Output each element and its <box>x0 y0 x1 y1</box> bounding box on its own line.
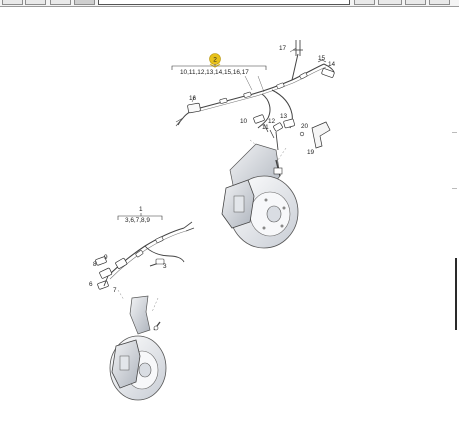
scroll-tick <box>452 132 457 133</box>
next-page-button[interactable] <box>354 0 375 5</box>
print-button[interactable] <box>429 0 450 5</box>
front-bracket-label: 3,6,7,8,9 <box>125 217 150 224</box>
sensor-bracket-19 <box>311 121 331 149</box>
previous-page-button[interactable] <box>25 0 46 5</box>
fit-page-button[interactable] <box>405 0 426 5</box>
connector-15 <box>321 68 335 78</box>
callout-13: 13 <box>280 113 288 120</box>
zoom-button[interactable] <box>50 0 71 5</box>
rear-brake-assembly <box>221 139 299 249</box>
last-page-button[interactable] <box>378 0 402 5</box>
connector-16 <box>187 102 201 114</box>
callout-7: 7 <box>113 287 117 294</box>
first-page-button[interactable] <box>2 0 23 5</box>
callout-10: 10 <box>240 118 248 125</box>
callout-9: 9 <box>104 254 108 261</box>
front-brake-assembly <box>109 289 167 401</box>
rear-wiring-group: 2 10,11,12,13,14,15,16,17 <box>171 40 336 249</box>
callout-17: 17 <box>279 45 287 52</box>
callout-6: 6 <box>89 281 93 288</box>
scroll-tick <box>452 188 457 189</box>
rear-bracket <box>171 65 267 70</box>
scrollbar-thumb[interactable] <box>455 258 457 330</box>
rear-bracket-label: 10,11,12,13,14,15,16,17 <box>180 69 249 76</box>
callout-11: 11 <box>262 124 269 131</box>
search-icon[interactable] <box>74 0 95 5</box>
callout-14: 14 <box>328 61 336 68</box>
callout-20: 20 <box>301 123 309 130</box>
front-bracket <box>117 215 163 220</box>
callout-15: 15 <box>318 55 326 62</box>
callout-19: 19 <box>307 149 315 156</box>
viewer-toolbar <box>0 0 459 7</box>
front-top-label: 1 <box>139 206 143 213</box>
front-wiring-group: 1 3,6,7,8,9 9 8 3 6 7 <box>89 206 195 401</box>
callout-3: 3 <box>163 263 167 270</box>
callout-8: 8 <box>93 261 97 268</box>
search-input[interactable] <box>98 0 350 5</box>
callout-16: 16 <box>189 95 197 102</box>
callout-12: 12 <box>268 118 276 125</box>
highlight-label: 2 <box>213 56 217 63</box>
